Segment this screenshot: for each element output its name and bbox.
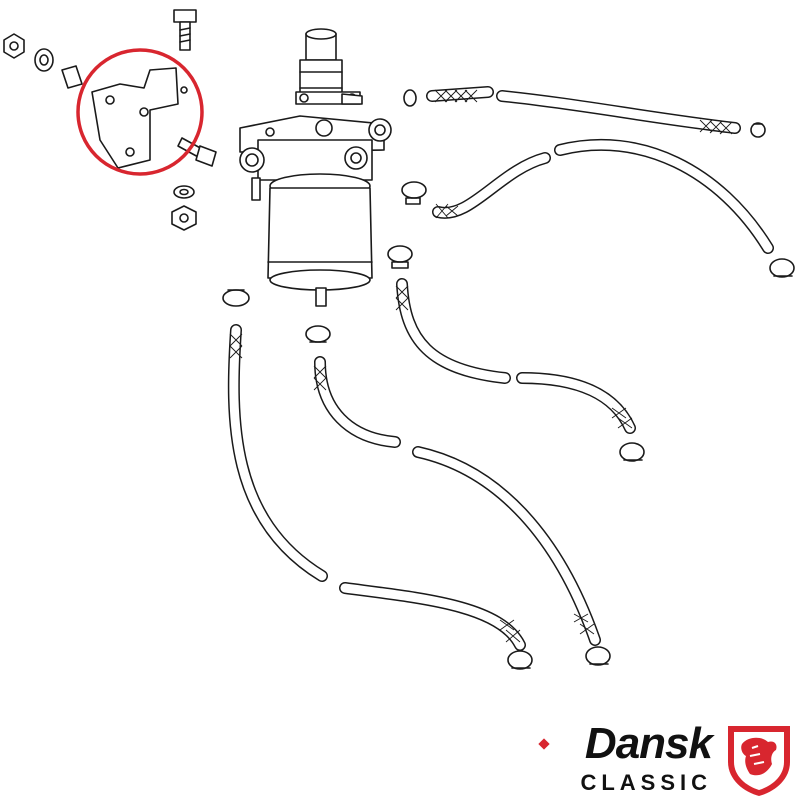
clamp (585, 646, 611, 666)
bolt (173, 9, 197, 51)
clamp (750, 122, 766, 138)
shield-lion-icon (728, 726, 790, 796)
clamp (401, 181, 427, 205)
mounting-bracket (91, 67, 179, 169)
clamp (619, 442, 645, 462)
washer (34, 48, 54, 72)
hose-top-long (496, 90, 741, 134)
brand-name: Dansk (584, 719, 713, 768)
brand-logo: Dansk CLASSIC (520, 720, 800, 800)
hose-center (314, 356, 401, 448)
clamp (387, 245, 413, 269)
logo-accent-dot (538, 738, 550, 750)
hardware (3, 9, 217, 231)
clamp (403, 89, 417, 107)
highlighted-bracket (76, 48, 204, 176)
hose-long-left (227, 324, 328, 582)
hose-right-curve (554, 138, 774, 254)
filter-canister (267, 187, 373, 279)
highlight-circle (76, 48, 204, 176)
screw (177, 137, 217, 167)
spacer (61, 65, 83, 89)
hose-mid-right (396, 278, 511, 384)
brand-subtitle: CLASSIC (580, 770, 712, 795)
hose-bottom-left (339, 582, 526, 651)
washer (173, 185, 195, 199)
nut (171, 205, 197, 231)
clamp (507, 650, 533, 670)
hose-long-center (412, 446, 601, 646)
hose-group (227, 86, 774, 651)
nut (3, 33, 25, 59)
clamp (769, 258, 795, 278)
hose-upper-middle (432, 152, 551, 219)
clamp (222, 289, 250, 307)
braided-sections (229, 89, 733, 643)
clamp (305, 325, 331, 343)
hose-clamps (222, 89, 795, 670)
fuel-filter-assembly (239, 28, 392, 307)
hose-mid-right-tail (516, 372, 636, 434)
